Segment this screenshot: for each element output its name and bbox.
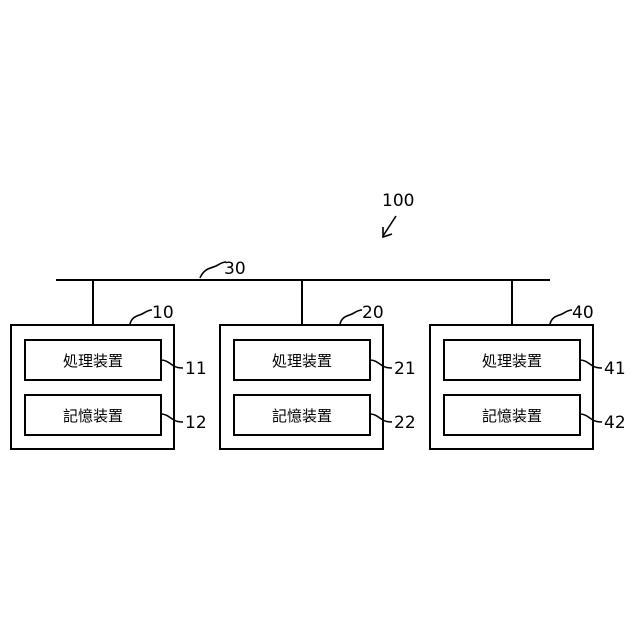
bus-ref-leader [200,262,226,278]
node-20: 20 処理装置 21 記憶装置 22 [220,303,416,449]
storage-unit-ref: 22 [394,413,416,433]
storage-unit-ref: 12 [185,413,207,433]
system-ref-arrow [383,216,396,237]
processing-unit-label: 処理装置 [272,352,332,370]
node-10: 10 処理装置 11 記憶装置 12 [11,303,207,449]
node-ref-label: 10 [152,303,174,323]
processing-unit-label: 処理装置 [482,352,542,370]
bus-ref-label: 30 [224,259,246,279]
processing-unit-label: 処理装置 [63,352,123,370]
processing-unit-ref: 21 [394,359,416,379]
processing-unit-ref: 41 [604,359,626,379]
node-ref-label: 40 [572,303,594,323]
node-ref-leader [130,310,152,324]
storage-unit-label: 記憶装置 [482,407,542,425]
storage-unit-label: 記憶装置 [272,407,332,425]
processing-unit-ref: 11 [185,359,207,379]
node-40: 40 処理装置 41 記憶装置 42 [430,303,626,449]
storage-unit-ref: 42 [604,413,626,433]
node-ref-label: 20 [362,303,384,323]
node-ref-leader [550,310,572,324]
node-ref-leader [340,310,362,324]
storage-unit-label: 記憶装置 [63,407,123,425]
system-ref-label: 100 [382,191,414,211]
